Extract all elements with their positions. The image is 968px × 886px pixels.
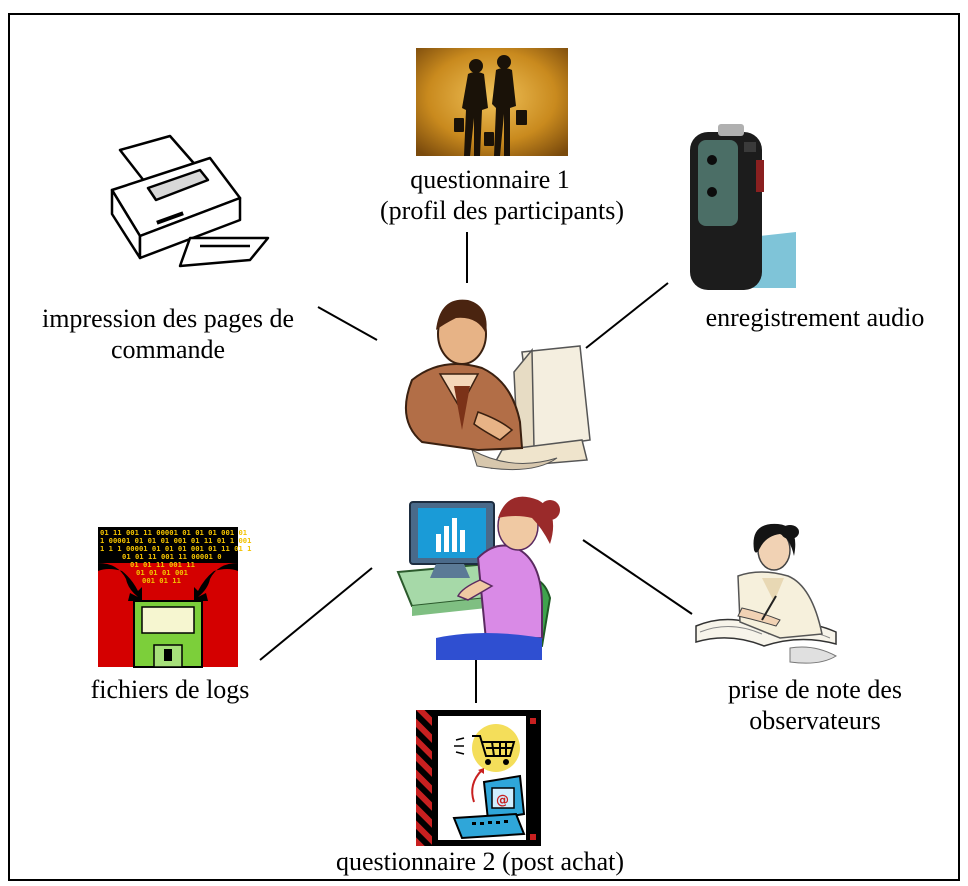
log-files-floppy-icon: 01 11 001 11 00001 01 01 01 001 01 1 000… bbox=[98, 527, 251, 668]
svg-text:@: @ bbox=[496, 793, 509, 808]
logs-binary-line: 1 00001 01 01 01 001 01 11 01 1 001 bbox=[100, 536, 251, 545]
logs-binary-line: 01 11 001 11 00001 01 01 01 001 01 bbox=[100, 528, 247, 537]
link-audio bbox=[585, 282, 669, 349]
link-logs bbox=[259, 567, 373, 661]
woman-at-computer-icon bbox=[396, 496, 560, 660]
logs-binary-line: 01 01 11 001 11 00001 0 bbox=[122, 552, 222, 561]
label-audio: enregistrement audio bbox=[705, 303, 925, 332]
label-questionnaire2: questionnaire 2 (post achat) bbox=[335, 847, 625, 876]
logs-binary-line: 01 01 01 001 bbox=[136, 568, 188, 577]
logs-binary-line: 01 01 11 001 11 bbox=[130, 560, 195, 569]
printer-icon bbox=[110, 134, 270, 268]
link-impression bbox=[317, 306, 378, 341]
label-impression: impression des pages de commande bbox=[41, 304, 294, 364]
label-notes: prise de note des observateurs bbox=[727, 675, 902, 735]
logs-binary-line: 001 01 11 bbox=[142, 576, 181, 585]
diagram-frame bbox=[8, 13, 960, 881]
ecommerce-questionnaire-icon: @ bbox=[416, 710, 541, 846]
logs-binary-line: 1 1 1 00001 01 01 01 001 01 11 01 1 bbox=[100, 544, 251, 553]
man-at-computer-icon bbox=[405, 299, 591, 471]
link-notes bbox=[582, 539, 693, 615]
shopping-people-icon bbox=[416, 48, 568, 156]
label-questionnaire1: questionnaire 1 (profil des participants… bbox=[380, 165, 625, 225]
label-logs: fichiers de logs bbox=[90, 675, 250, 704]
voice-recorder-icon bbox=[690, 124, 796, 290]
note-taking-woman-icon bbox=[695, 523, 837, 664]
